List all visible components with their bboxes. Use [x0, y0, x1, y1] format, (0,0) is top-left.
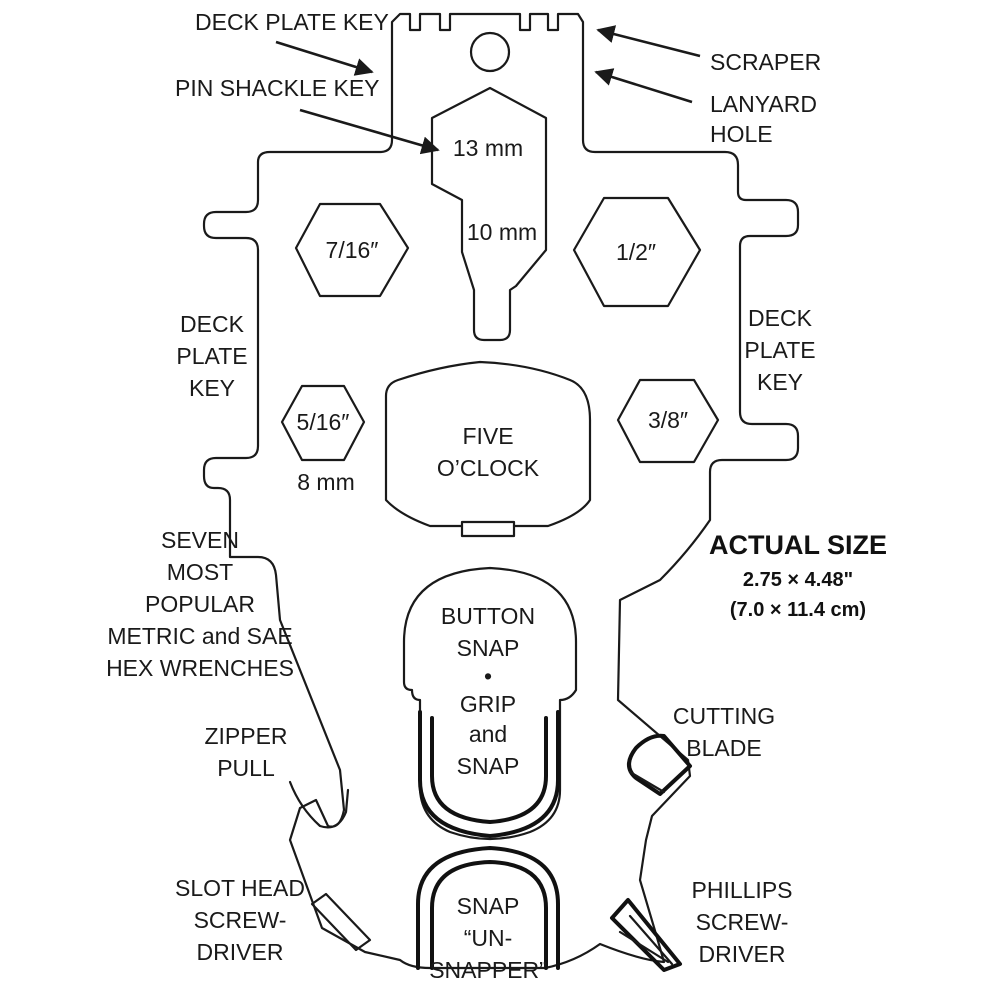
tool-outline	[202, 12, 800, 970]
cutting-blade-icon	[627, 733, 692, 796]
actual-size-title: ACTUAL SIZE	[709, 530, 887, 560]
label-seven-4: METRIC and SAE	[107, 623, 292, 649]
label-lanyard-line2: HOLE	[710, 121, 773, 147]
label-deck-right-3: KEY	[757, 369, 803, 395]
label-seven-2: MOST	[167, 559, 233, 585]
wrench-3-8-label: 3/8″	[648, 407, 688, 433]
label-deck-right-2: PLATE	[744, 337, 815, 363]
wrench-13mm-label: 13 mm	[453, 135, 523, 161]
label-deck-plate-key-top: DECK PLATE KEY	[195, 9, 389, 35]
actual-size-metric: (7.0 × 11.4 cm)	[730, 599, 866, 621]
lanyard-hole	[469, 31, 511, 73]
label-deck-right-1: DECK	[748, 305, 813, 331]
label-deck-left-1: DECK	[180, 311, 245, 337]
wrench-1-2-label: 1/2″	[616, 239, 656, 265]
label-deck-left-3: KEY	[189, 375, 235, 401]
label-seven-5: HEX WRENCHES	[106, 655, 294, 681]
unsnapper-label-3: SNAPPER”	[429, 957, 547, 983]
hex-wrench-7-16	[294, 202, 410, 298]
label-cutting-1: CUTTING	[673, 703, 775, 729]
button-snap-grip-edge	[418, 710, 560, 838]
unsnapper-label-2: “UN-	[464, 925, 513, 951]
button-snap-label-5: SNAP	[457, 753, 520, 779]
zipper-pull-notch	[288, 780, 350, 829]
slot-head-screwdriver-icon	[310, 892, 372, 952]
hex-wrench-5-16	[280, 384, 366, 462]
label-seven-1: SEVEN	[161, 527, 239, 553]
wrench-7-16-label: 7/16″	[326, 237, 379, 263]
button-snap-label-3: GRIP	[460, 691, 516, 717]
button-snap-label-1: BUTTON	[441, 603, 535, 629]
label-slot-3: DRIVER	[197, 939, 284, 965]
button-snap-label-4: and	[469, 721, 507, 747]
pin-shackle-key-slot	[430, 86, 548, 342]
label-zipper-1: ZIPPER	[204, 723, 287, 749]
label-slot-1: SLOT HEAD	[175, 875, 305, 901]
arrow-lanyard-hole	[594, 68, 693, 104]
unsnapper-inner-edge	[430, 860, 548, 970]
label-phillips-3: DRIVER	[699, 941, 786, 967]
label-zipper-2: PULL	[217, 755, 275, 781]
button-snap-bullet: •	[484, 663, 492, 689]
arrow-pin-shackle-key	[299, 108, 440, 155]
cutting-blade-edge	[628, 770, 666, 794]
unsnapper-label-1: SNAP	[457, 893, 520, 919]
label-lanyard-line1: LANYARD	[710, 91, 817, 117]
wrench-8mm-label: 8 mm	[297, 469, 355, 495]
label-pin-shackle-key: PIN SHACKLE KEY	[175, 75, 380, 101]
five-oclock-label-2: O’CLOCK	[437, 455, 540, 481]
button-snap-label-2: SNAP	[457, 635, 520, 661]
wrench-10mm-label: 10 mm	[467, 219, 537, 245]
hex-wrench-3-8	[616, 378, 720, 464]
label-cutting-2: BLADE	[686, 735, 761, 761]
button-snap-opening	[402, 566, 578, 841]
hex-wrench-1-2	[572, 196, 702, 308]
arrow-deck-plate-key	[275, 40, 374, 76]
five-oclock-notch	[460, 524, 516, 538]
label-phillips-1: PHILLIPS	[692, 877, 793, 903]
actual-size-imperial: 2.75 × 4.48"	[743, 569, 853, 591]
label-scraper: SCRAPER	[710, 49, 821, 75]
phillips-screwdriver-ridges	[618, 914, 674, 966]
button-snap-inner-edge	[430, 716, 548, 824]
label-seven-3: POPULAR	[145, 591, 255, 617]
label-deck-left-2: PLATE	[176, 343, 247, 369]
unsnapper-outer-edge	[416, 846, 560, 970]
five-oclock-label-1: FIVE	[462, 423, 513, 449]
wrench-5-16-label: 5/16″	[297, 409, 350, 435]
label-slot-2: SCREW-	[194, 907, 287, 933]
arrow-scraper	[596, 25, 701, 58]
phillips-screwdriver-icon	[610, 898, 682, 972]
five-oclock-opening	[384, 360, 592, 528]
label-phillips-2: SCREW-	[696, 909, 789, 935]
